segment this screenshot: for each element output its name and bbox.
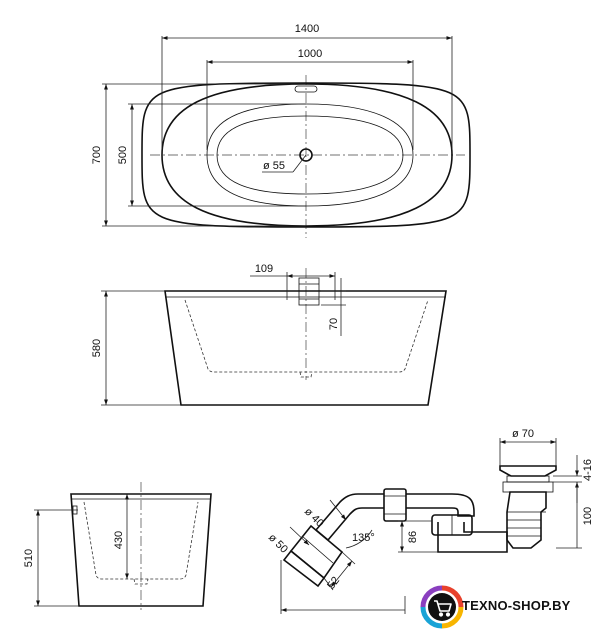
drain-cap xyxy=(499,465,557,477)
siphon-detail xyxy=(280,438,582,614)
dim-body-height: 100 xyxy=(582,507,594,525)
side-view xyxy=(101,268,447,406)
dim-outlet-length: 52 xyxy=(325,575,342,592)
dim-overflow-offset: 109 xyxy=(255,263,273,275)
dim-outlet-height: 86 xyxy=(407,531,419,543)
top-view xyxy=(102,36,471,238)
shopping-cart-icon xyxy=(434,600,452,617)
dim-angle: 135° xyxy=(352,532,375,544)
dim-drain-diameter: ø 55 xyxy=(263,160,285,172)
tub-outer-rim xyxy=(141,82,471,228)
brand-logo[interactable] xyxy=(420,585,606,629)
brand-logo-text[interactable]: TEXNO-SHOP.BY xyxy=(462,598,571,613)
tub-inner-hidden xyxy=(184,299,429,373)
dim-cap-diameter: ø 70 xyxy=(512,428,534,440)
dimension-labels: 1400 1000 700 500 ø 55 109 70 580 430 51… xyxy=(23,23,594,592)
dim-inner-depth: 430 xyxy=(113,531,125,549)
dim-inner-width: 500 xyxy=(117,146,129,164)
dim-side-height: 580 xyxy=(91,339,103,357)
siphon-body xyxy=(506,491,547,549)
drain-hole xyxy=(299,148,313,162)
ring-segment-yellow xyxy=(441,606,464,629)
dim-overall-width: 700 xyxy=(91,146,103,164)
tub-side-profile xyxy=(164,290,447,406)
logo-ring xyxy=(420,585,464,629)
dim-inner-length: 1000 xyxy=(298,48,322,60)
dim-cap-range: 4-16 xyxy=(582,459,594,481)
tub-inner-rim xyxy=(206,103,414,207)
overflow-fitting xyxy=(298,277,320,306)
end-view xyxy=(34,482,212,610)
ring-segment-purple xyxy=(420,585,443,608)
dim-end-height: 510 xyxy=(23,549,35,567)
tub-end-profile xyxy=(70,493,212,607)
trap-pipe xyxy=(437,522,508,553)
ring-segment-red xyxy=(441,585,464,608)
overflow-arm xyxy=(406,493,475,517)
ring-segment-blue xyxy=(420,606,443,629)
dim-pipe-outer: ø 50 xyxy=(266,532,290,556)
dim-pipe-inner: ø 40 xyxy=(302,506,326,530)
dim-overall-length: 1400 xyxy=(295,23,319,35)
overflow-slot xyxy=(294,85,318,93)
dim-overflow-height: 70 xyxy=(328,318,340,330)
